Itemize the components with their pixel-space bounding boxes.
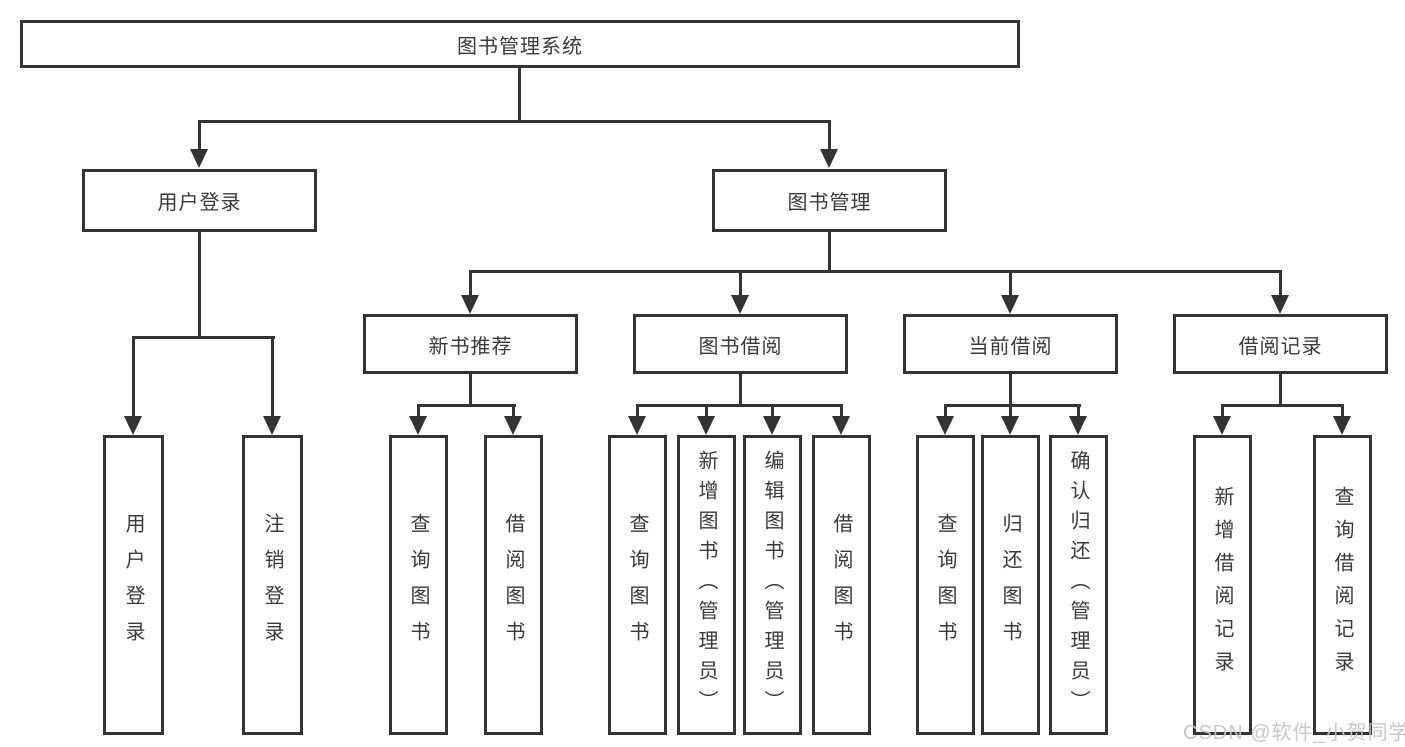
connector-arrow	[1333, 416, 1351, 435]
connector-vline	[198, 120, 201, 151]
connector-arrow	[504, 416, 522, 435]
leaf-user-login-label: 用户登录	[122, 513, 144, 657]
connector-arrow	[1213, 416, 1231, 435]
connector-arrow	[832, 416, 850, 435]
connector-arrow	[763, 416, 781, 435]
connector-arrow	[263, 416, 281, 435]
leaf-add-borrow-record: 新增借阅记录	[1193, 435, 1252, 735]
node-borrow-records: 借阅记录	[1173, 314, 1388, 374]
connector-vline	[828, 232, 831, 273]
connector-arrow	[124, 416, 142, 435]
leaf-borrow-books-recommend: 借阅图书	[484, 435, 543, 735]
leaf-logout-login-label: 注销登录	[261, 513, 283, 657]
leaf-query-books-borrow-label: 查询图书	[626, 513, 648, 657]
connector-arrow	[409, 416, 427, 435]
node-book-borrow: 图书借阅	[633, 314, 848, 374]
leaf-edit-book-admin: 编辑图书（管理员）	[743, 435, 802, 735]
node-user-login-label: 用户登录	[157, 192, 242, 214]
connector-arrow	[1271, 295, 1289, 314]
node-book-management: 图书管理	[712, 169, 947, 232]
connector-arrow	[731, 295, 749, 314]
connector-arrow	[820, 149, 838, 168]
connector-vline	[771, 404, 774, 418]
connector-vline	[518, 68, 521, 120]
connector-hline	[132, 336, 275, 339]
connector-vline	[469, 374, 472, 407]
connector-arrow	[1001, 416, 1019, 435]
connector-vline	[1279, 270, 1282, 297]
leaf-confirm-return-admin-label: 确认归还（管理员）	[1067, 450, 1089, 720]
connector-vline	[1009, 374, 1012, 407]
connector-vline	[417, 404, 420, 418]
connector-vline	[739, 270, 742, 297]
leaf-user-login: 用户登录	[103, 435, 164, 735]
node-new-book-recommend-label: 新书推荐	[428, 335, 513, 358]
node-root-label: 图书管理系统	[457, 35, 583, 58]
connector-hline	[198, 120, 831, 123]
connector-vline	[1009, 404, 1012, 418]
connector-vline	[469, 270, 472, 297]
connector-vline	[636, 404, 639, 418]
node-borrow-records-label: 借阅记录	[1238, 335, 1323, 358]
leaf-return-book-label: 归还图书	[999, 513, 1021, 657]
node-new-book-recommend: 新书推荐	[363, 314, 578, 374]
leaf-add-book-admin: 新增图书（管理员）	[677, 435, 736, 735]
node-current-borrow: 当前借阅	[903, 314, 1118, 374]
csdn-watermark: CSDN @软件_小贺同学	[1183, 722, 1405, 744]
leaf-logout-login: 注销登录	[242, 435, 303, 735]
connector-vline	[1077, 404, 1080, 418]
connector-vline	[828, 120, 831, 151]
connector-arrow	[1069, 416, 1087, 435]
connector-hline	[944, 404, 1081, 407]
connector-vline	[1279, 374, 1282, 407]
connector-arrow	[190, 149, 208, 168]
connector-vline	[705, 404, 708, 418]
connector-hline	[1221, 404, 1344, 407]
node-user-login-branch: 用户登录	[82, 169, 317, 232]
connector-vline	[1341, 404, 1344, 418]
node-book-borrow-label: 图书借阅	[698, 335, 783, 358]
node-current-borrow-label: 当前借阅	[968, 335, 1053, 358]
leaf-query-books-current-label: 查询图书	[934, 513, 956, 657]
connector-vline	[840, 404, 843, 418]
connector-vline	[198, 232, 201, 337]
leaf-add-book-admin-label: 新增图书（管理员）	[695, 450, 717, 720]
leaf-confirm-return-admin: 确认归还（管理员）	[1049, 435, 1108, 735]
node-book-management-label: 图书管理	[787, 192, 872, 214]
leaf-add-borrow-record-label: 新增借阅记录	[1211, 486, 1233, 684]
connector-vline	[944, 404, 947, 418]
connector-vline	[1221, 404, 1224, 418]
leaf-borrow-books-label: 借阅图书	[830, 513, 852, 657]
connector-arrow	[936, 416, 954, 435]
leaf-borrow-books: 借阅图书	[812, 435, 871, 735]
leaf-edit-book-admin-label: 编辑图书（管理员）	[761, 450, 783, 720]
leaf-query-books-current: 查询图书	[916, 435, 975, 735]
connector-vline	[1009, 270, 1012, 297]
connector-hline	[636, 404, 843, 407]
connector-arrow	[1001, 295, 1019, 314]
connector-arrow	[697, 416, 715, 435]
connector-hline	[469, 270, 1282, 273]
leaf-borrow-books-recommend-label: 借阅图书	[502, 513, 524, 657]
leaf-query-books-recommend-label: 查询图书	[407, 513, 429, 657]
connector-vline	[271, 336, 274, 417]
leaf-return-book: 归还图书	[981, 435, 1040, 735]
leaf-query-books-borrow: 查询图书	[608, 435, 667, 735]
connector-vline	[512, 404, 515, 418]
leaf-query-borrow-record: 查询借阅记录	[1313, 435, 1372, 735]
connector-vline	[132, 336, 135, 417]
leaf-query-borrow-record-label: 查询借阅记录	[1331, 486, 1353, 684]
connector-arrow	[628, 416, 646, 435]
connector-hline	[417, 404, 516, 407]
leaf-query-books-recommend: 查询图书	[389, 435, 448, 735]
connector-arrow	[461, 295, 479, 314]
node-root: 图书管理系统	[20, 20, 1020, 68]
connector-vline	[739, 374, 742, 407]
